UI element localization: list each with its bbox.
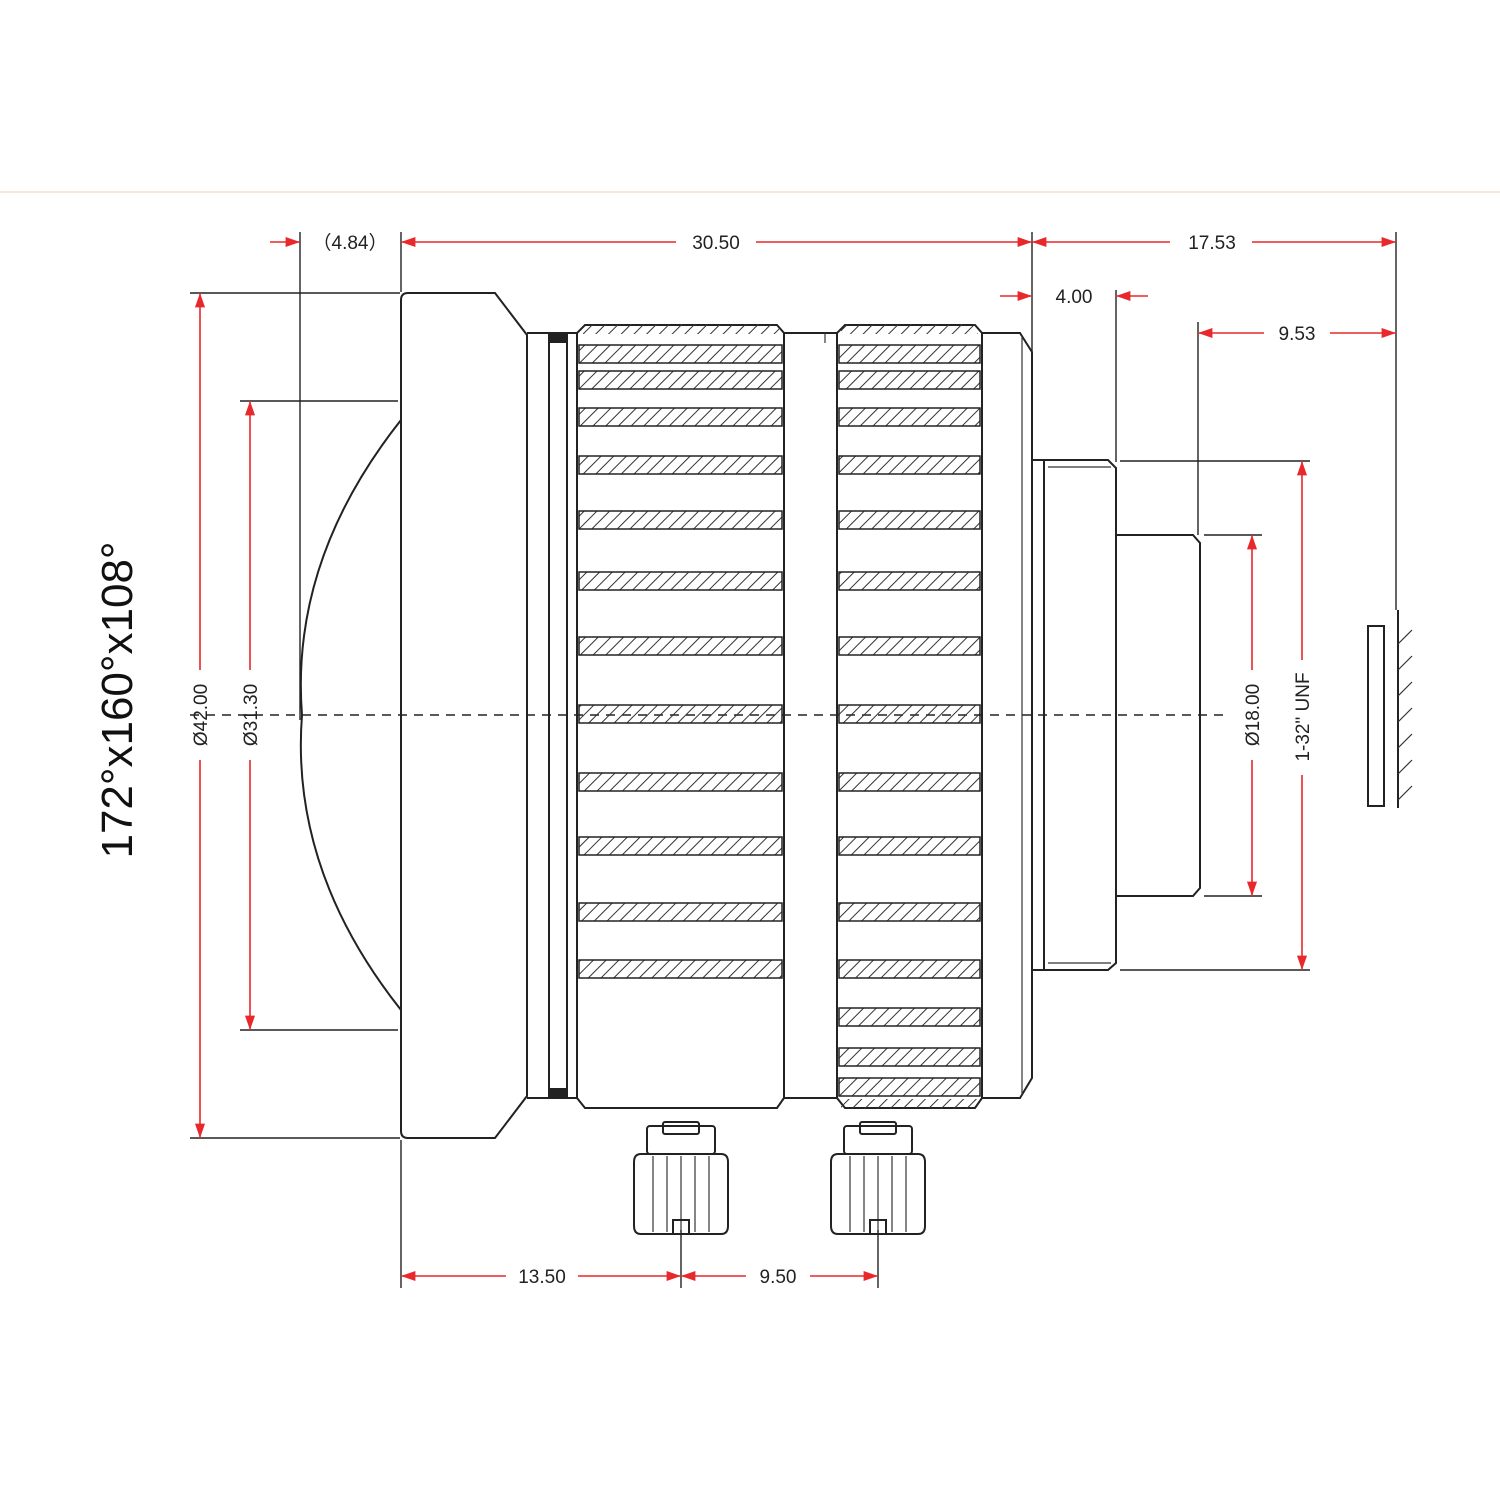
sensor-hatch-line — [1397, 785, 1413, 801]
sensor-hatch-line — [1397, 629, 1413, 645]
knurl-band — [838, 510, 981, 530]
dim-back-focal: 17.53 — [1188, 233, 1236, 254]
dim-outer-diameter: Ø42.00 — [191, 684, 212, 746]
locking-screw-2 — [830, 1121, 926, 1235]
dim-front-lens-diameter: Ø31.30 — [241, 684, 262, 746]
knurl-band — [838, 636, 981, 656]
knurl-band — [838, 1047, 981, 1067]
sensor-hatch-line — [1397, 759, 1413, 775]
knurl-band — [578, 407, 783, 427]
sensor-hatch-line — [1397, 681, 1413, 697]
knurl-band — [838, 1077, 981, 1097]
knurl-band — [838, 1007, 981, 1027]
knurl-band — [578, 704, 783, 724]
dim-body-length: 30.50 — [692, 233, 740, 254]
sensor-hatch-line — [1397, 655, 1413, 671]
knurl-band — [578, 510, 783, 530]
knurl-band — [838, 902, 981, 922]
dim-screw-spacing: 9.50 — [760, 1267, 797, 1288]
knurl-band — [578, 836, 783, 856]
knurl-band — [578, 571, 783, 591]
knurl-band — [578, 455, 783, 475]
knurl-band — [838, 407, 981, 427]
knurl-band — [578, 344, 783, 364]
knurl-band — [578, 772, 783, 792]
knurl-band — [578, 370, 783, 390]
knurl-band — [578, 959, 783, 979]
dim-flange-offset: 9.53 — [1279, 324, 1316, 345]
mount-thread — [1032, 459, 1117, 971]
knurl-band — [838, 959, 981, 979]
knurl-band — [838, 836, 981, 856]
iris-ring — [836, 324, 983, 1109]
front-housing — [299, 292, 528, 1139]
ring-gap — [784, 332, 837, 1099]
dim-mount-thread: 1-32" UNF — [1293, 672, 1314, 761]
focus-ring — [576, 324, 785, 1109]
dim-screw-1-position: 13.50 — [518, 1267, 566, 1288]
dimension-lines — [194, 236, 1396, 1282]
sensor-hatch-line — [1397, 707, 1413, 723]
locking-screw-1 — [633, 1121, 729, 1235]
sensor-plane — [1367, 610, 1413, 808]
knurl-band — [578, 636, 783, 656]
dim-front-offset: （4.84） — [313, 232, 388, 254]
knurl-band — [838, 772, 981, 792]
extension-lines — [190, 232, 1397, 1288]
dim-thread-length: 4.00 — [1056, 287, 1093, 308]
dim-rear-diameter: Ø18.00 — [1243, 684, 1264, 746]
front-lens-dome — [299, 419, 402, 1011]
knurl-band — [838, 455, 981, 475]
knurl-band — [838, 370, 981, 390]
knurl-band — [838, 704, 981, 724]
knurl-band — [578, 902, 783, 922]
sensor-hatch-line — [1397, 733, 1413, 749]
knurl-band — [838, 571, 981, 591]
rear-collar — [981, 332, 1033, 1099]
field-of-view-label: 172°x160°x108° — [93, 541, 142, 858]
knurl-band — [838, 344, 981, 364]
rear-tube — [1116, 534, 1201, 897]
